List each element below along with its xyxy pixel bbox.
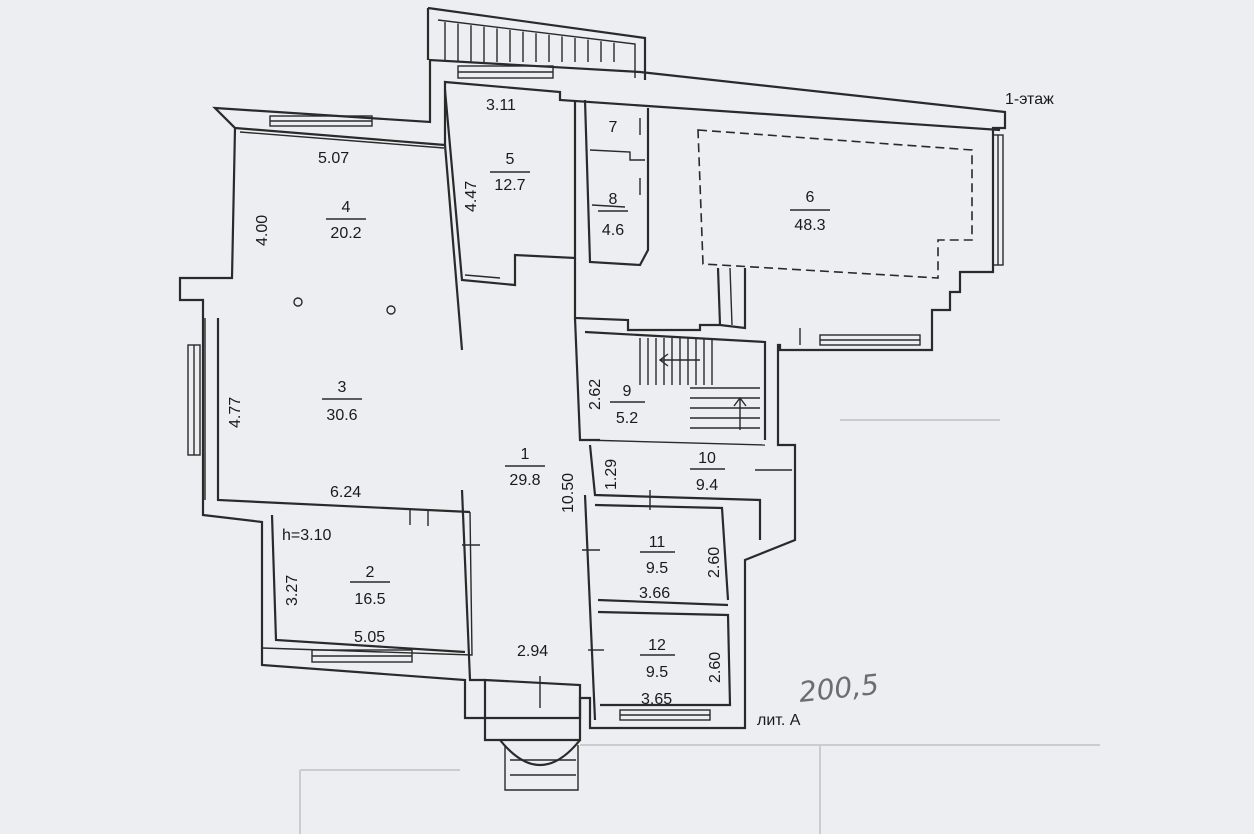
dim-6-24: 6.24: [330, 484, 361, 501]
room-2-number: 2: [366, 564, 375, 581]
room-8-area: 4.6: [602, 222, 624, 239]
dim-2-62: 2.62: [587, 379, 604, 410]
background-bleed: [299, 419, 1100, 834]
room-4-area: 20.2: [330, 225, 361, 242]
room-4-number: 4: [342, 199, 351, 216]
room-9-number: 9: [623, 383, 632, 400]
room-11-area: 9.5: [646, 560, 668, 577]
fraction-bars: [322, 171, 830, 656]
room-3-number: 3: [338, 379, 347, 396]
room-7-number: 7: [609, 119, 618, 136]
dim-4-00: 4.00: [254, 215, 271, 246]
dim-3-66: 3.66: [639, 585, 670, 602]
dim-5-07: 5.07: [318, 150, 349, 167]
top-porch: [426, 6, 647, 80]
interior-walls: [261, 89, 767, 791]
room-12-area: 9.5: [646, 664, 668, 681]
room-5-area: 12.7: [494, 177, 525, 194]
column-mark: [293, 297, 303, 307]
room-11-number: 11: [649, 534, 666, 551]
column-mark: [386, 305, 396, 315]
room-9-area: 5.2: [616, 410, 638, 427]
floor-label: 1-этаж: [1005, 91, 1054, 108]
room-8-number: 8: [609, 191, 618, 208]
room-1-area: 29.8: [509, 472, 540, 489]
room-6-area: 48.3: [794, 217, 825, 234]
room-10-number: 10: [698, 450, 716, 467]
dim-5-05: 5.05: [354, 629, 385, 646]
room-5-number: 5: [506, 151, 515, 168]
room-1-number: 1: [521, 446, 530, 463]
room-12-number: 12: [648, 637, 666, 654]
exterior-walls: [178, 58, 1007, 730]
stair-direction-arrow: [658, 353, 747, 430]
dim-4-47: 4.47: [463, 181, 480, 212]
dim-2-94: 2.94: [517, 643, 548, 660]
dim-1-29: 1.29: [603, 459, 620, 490]
letter-label: лит. А: [757, 712, 801, 729]
room-10-area: 9.4: [696, 477, 718, 494]
room-6-number: 6: [806, 189, 815, 206]
room-2-area: 16.5: [354, 591, 385, 608]
room-3-area: 30.6: [326, 407, 357, 424]
dim-4-77: 4.77: [227, 397, 244, 428]
dim-3-11: 3.11: [486, 97, 516, 114]
dim-2-60-a: 2.60: [706, 547, 723, 578]
ceiling-height: h=3.10: [282, 527, 331, 544]
room-6-outline: [697, 129, 973, 279]
dim-3-27: 3.27: [284, 575, 301, 606]
stairs: [639, 338, 760, 430]
dim-3-65: 3.65: [641, 691, 672, 708]
dim-2-60-b: 2.60: [707, 652, 724, 683]
door-marks: [409, 118, 801, 708]
handwritten-total: 200,5: [797, 668, 880, 709]
dim-10-50: 10.50: [560, 473, 577, 513]
windows: [187, 65, 1004, 721]
